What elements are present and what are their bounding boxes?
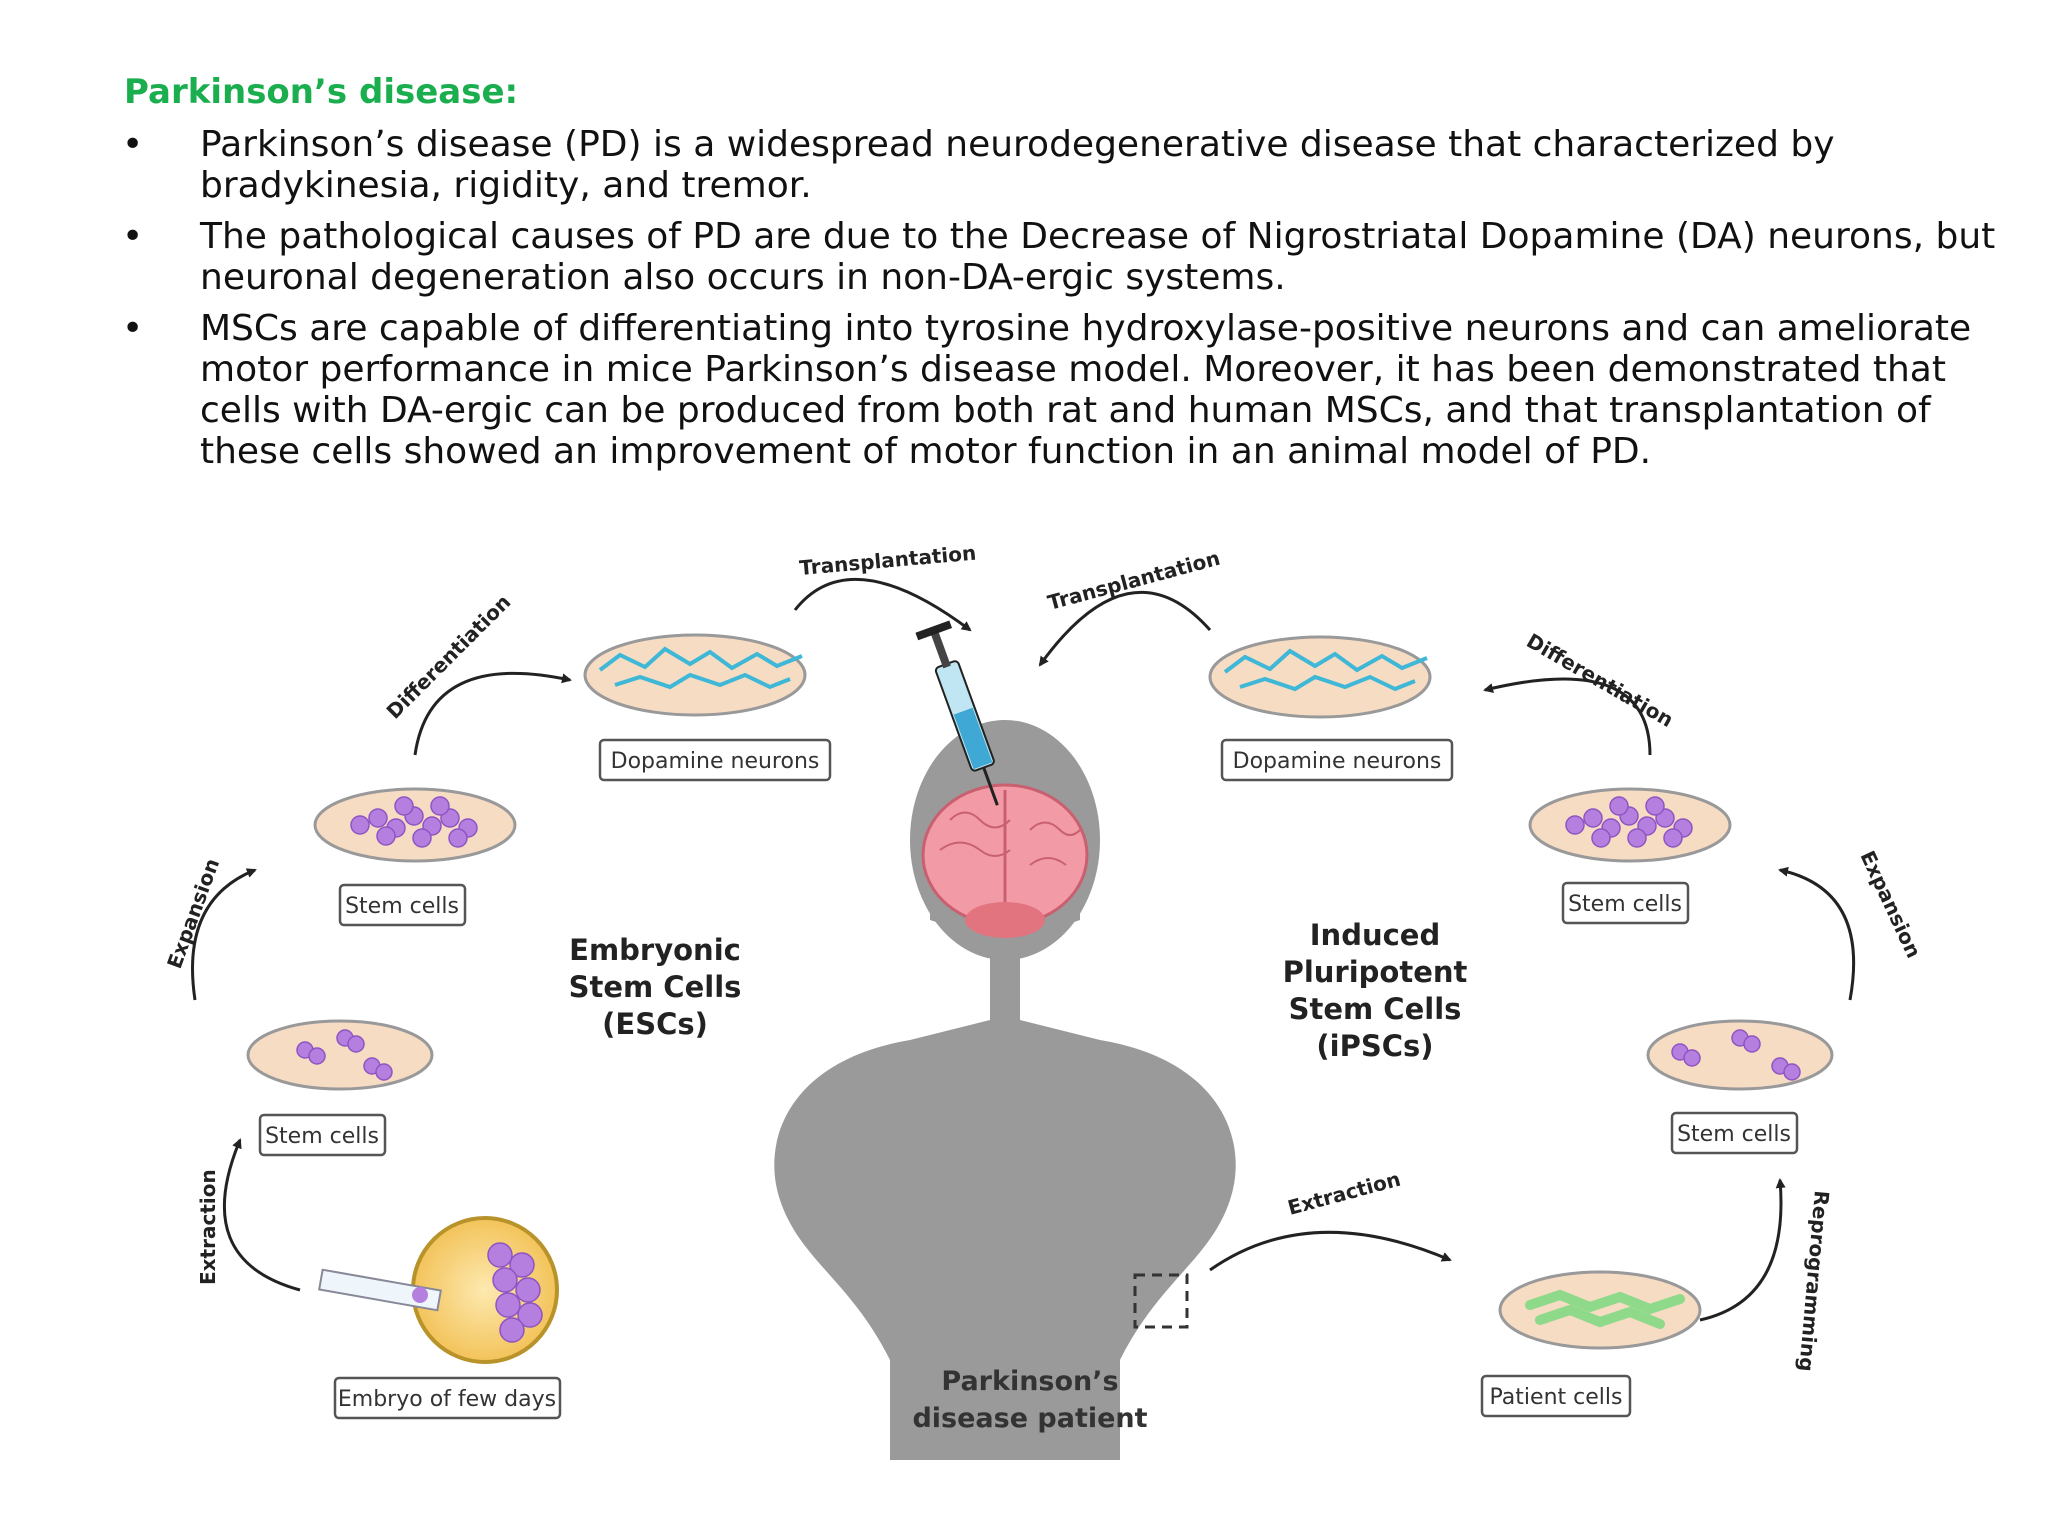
petri-dish-icon [1528,787,1732,863]
ipsc-step-transplantation: Transplantation [1045,546,1222,615]
esc-title-line: (ESCs) [602,1007,708,1041]
esc-title-line: Stem Cells [569,970,742,1004]
bullet-marker: • [122,216,144,257]
petri-dish-icon [1208,635,1432,719]
ipsc-step-reprogramming: Reprogramming [1794,1190,1834,1373]
bullet-marker: • [122,124,144,165]
brain-icon [921,783,1089,938]
extraction-site-box [1133,1273,1189,1329]
esc-dopamine-label: Dopamine neurons [611,749,820,774]
ipsc-title-line: Induced [1310,918,1440,952]
bullet-list: • Parkinson’s disease (PD) is a widespre… [120,124,2020,482]
ipsc-title-line: (iPSCs) [1316,1029,1433,1063]
label-box: Stem cells [338,883,467,927]
patient-body [774,780,1236,1460]
petri-dish-icon [1646,1019,1834,1091]
syringe-icon [915,620,999,806]
label-box: Stem cells [1561,881,1690,925]
label-box: Dopamine neurons [1220,738,1454,782]
ipsc-title-line: Stem Cells [1289,992,1462,1026]
esc-title-line: Embryonic [569,933,741,967]
flow-arrows [191,578,1856,1322]
patient-label-line: Parkinson’s [941,1366,1118,1397]
bullet-marker: • [122,308,144,349]
bullet-text: The pathological causes of PD are due to… [200,216,1996,298]
petri-dish-icon [583,633,807,717]
esc-stem-cells-upper-label: Stem cells [345,894,459,919]
esc-step-differentiation: Differentiation [382,590,516,724]
bullet-text: Parkinson’s disease (PD) is a widespread… [200,124,1835,206]
bullet-item: • MSCs are capable of differentiating in… [120,308,2020,472]
bullet-item: • Parkinson’s disease (PD) is a widespre… [120,124,2020,206]
ipsc-step-extraction: Extraction [1285,1167,1403,1220]
label-box: Stem cells [258,1113,387,1157]
petri-dish-icon [313,787,517,863]
stem-cell-therapy-diagram: Dopamine neurons Stem cells Stem cells E… [150,500,1930,1465]
label-box: Patient cells [1480,1374,1632,1418]
embryo-label: Embryo of few days [338,1387,556,1412]
label-box: Embryo of few days [333,1376,562,1420]
ipsc-title-line: Pluripotent [1283,955,1468,989]
petri-dish-icon [246,1019,434,1091]
ipsc-step-expansion: Expansion [1855,847,1926,962]
ipsc-stem-cells-upper-label: Stem cells [1568,892,1682,917]
ipsc-dopamine-label: Dopamine neurons [1233,749,1442,774]
patient-cells-label: Patient cells [1490,1385,1623,1410]
ipsc-stem-cells-lower-label: Stem cells [1677,1122,1791,1147]
label-box: Stem cells [1670,1111,1799,1155]
bullet-item: • The pathological causes of PD are due … [120,216,2020,298]
esc-stem-cells-lower-label: Stem cells [265,1124,379,1149]
diagram-svg: Dopamine neurons Stem cells Stem cells E… [162,541,1926,1460]
label-box: Dopamine neurons [598,738,832,782]
esc-step-transplantation: Transplantation [798,541,977,580]
bullet-text: MSCs are capable of differentiating into… [200,308,1972,472]
embryo-icon [318,1216,559,1364]
slide-title: Parkinson’s disease: [124,72,519,112]
petri-dish-icon [1498,1270,1702,1350]
esc-step-extraction: Extraction [196,1169,220,1285]
patient-label-line: disease patient [912,1403,1147,1434]
